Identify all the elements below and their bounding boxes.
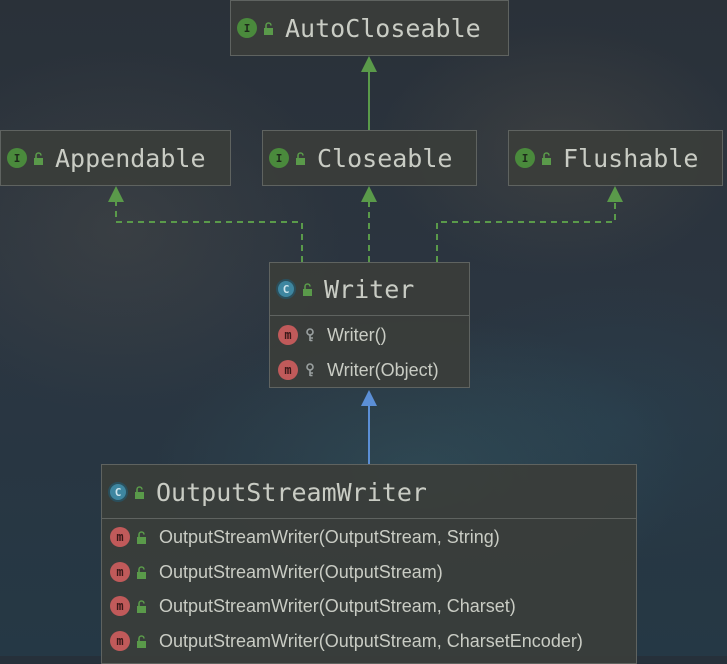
unlocked-icon bbox=[137, 530, 146, 544]
interface-name: Appendable bbox=[55, 143, 206, 173]
protected-key-icon bbox=[306, 363, 314, 377]
unlocked-icon bbox=[34, 151, 43, 165]
arrowhead-closeable bbox=[361, 186, 377, 202]
method-row[interactable]: m Writer(Object) bbox=[278, 356, 439, 384]
edge-writer-flushable bbox=[436, 202, 616, 262]
class-outputstreamwriter[interactable]: C OutputStreamWriter m OutputStreamWrite… bbox=[101, 464, 637, 664]
interface-icon: I bbox=[237, 18, 257, 38]
method-signature: OutputStreamWriter(OutputStream, String) bbox=[159, 526, 500, 547]
edge-writer-appendable bbox=[115, 202, 303, 262]
divider bbox=[270, 315, 469, 316]
method-row[interactable]: m OutputStreamWriter(OutputStream, Chars… bbox=[110, 592, 516, 620]
method-icon: m bbox=[110, 562, 130, 582]
arrowhead-autocloseable bbox=[361, 56, 377, 72]
interface-icon: I bbox=[269, 148, 289, 168]
method-row[interactable]: m Writer() bbox=[278, 321, 387, 349]
method-row[interactable]: m OutputStreamWriter(OutputStream, Strin… bbox=[110, 523, 500, 551]
class-name: OutputStreamWriter bbox=[156, 477, 427, 507]
interface-icon: I bbox=[7, 148, 27, 168]
unlocked-icon bbox=[303, 282, 312, 296]
unlocked-icon bbox=[542, 151, 551, 165]
unlocked-icon bbox=[137, 565, 146, 579]
method-signature: Writer(Object) bbox=[327, 359, 439, 380]
unlocked-icon bbox=[264, 21, 273, 35]
class-icon: C bbox=[276, 279, 296, 299]
method-row[interactable]: m OutputStreamWriter(OutputStream, Chars… bbox=[110, 627, 583, 655]
interface-appendable[interactable]: I Appendable bbox=[0, 130, 231, 186]
interface-name: AutoCloseable bbox=[285, 13, 481, 43]
arrowhead-appendable bbox=[108, 186, 124, 202]
interface-icon: I bbox=[515, 148, 535, 168]
method-row[interactable]: m OutputStreamWriter(OutputStream) bbox=[110, 558, 443, 586]
class-name: Writer bbox=[324, 274, 415, 304]
interface-flushable[interactable]: I Flushable bbox=[508, 130, 723, 186]
unlocked-icon bbox=[137, 634, 146, 648]
method-icon: m bbox=[110, 596, 130, 616]
protected-key-icon bbox=[306, 328, 314, 342]
method-signature: Writer() bbox=[327, 324, 387, 345]
unlocked-icon bbox=[135, 485, 144, 499]
interface-name: Closeable bbox=[317, 143, 453, 173]
unlocked-icon bbox=[296, 151, 305, 165]
class-writer[interactable]: C Writer m Writer() m Writer(Object) bbox=[269, 262, 470, 388]
method-icon: m bbox=[278, 360, 298, 380]
arrowhead-flushable bbox=[607, 186, 623, 202]
interface-name: Flushable bbox=[563, 143, 699, 173]
interface-closeable[interactable]: I Closeable bbox=[262, 130, 477, 186]
interface-autocloseable[interactable]: I AutoCloseable bbox=[230, 0, 509, 56]
method-icon: m bbox=[110, 631, 130, 651]
method-icon: m bbox=[278, 325, 298, 345]
method-signature: OutputStreamWriter(OutputStream, Charset… bbox=[159, 630, 583, 651]
arrowhead-writer bbox=[361, 390, 377, 406]
unlocked-icon bbox=[137, 599, 146, 613]
divider bbox=[102, 518, 636, 519]
class-icon: C bbox=[108, 482, 128, 502]
method-signature: OutputStreamWriter(OutputStream) bbox=[159, 561, 443, 582]
method-signature: OutputStreamWriter(OutputStream, Charset… bbox=[159, 595, 516, 616]
method-icon: m bbox=[110, 527, 130, 547]
